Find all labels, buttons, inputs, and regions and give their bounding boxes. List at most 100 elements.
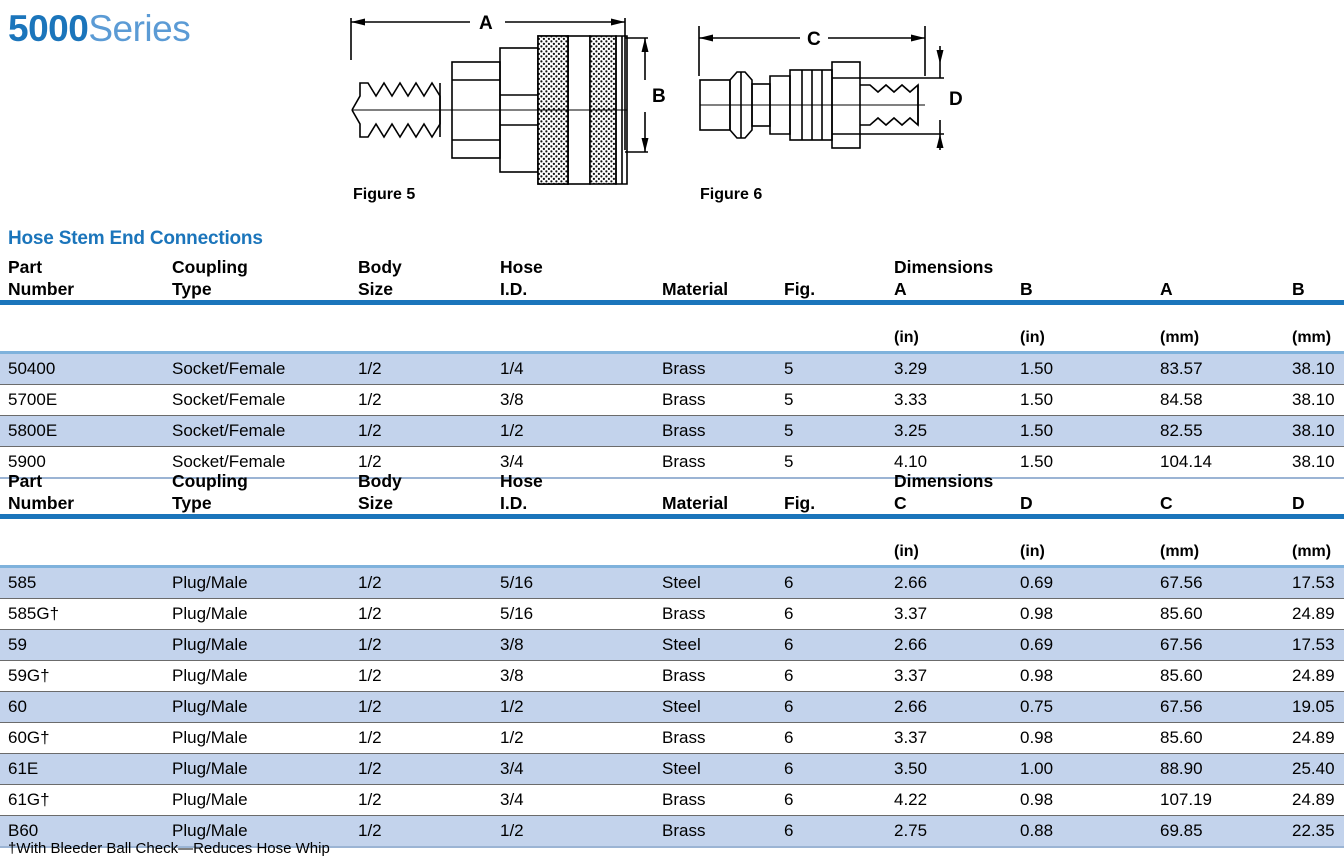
cell-d1: 3.37 [894,598,1020,630]
th-body-1: Body [358,257,402,277]
cell-type: Plug/Male [172,753,358,785]
cell-hose: 3/4 [500,753,662,785]
cell-d4: 19.05 [1292,691,1344,723]
cell-d4: 38.10 [1292,446,1344,479]
th2-part-2: Number [8,493,75,513]
figures-svg: A B C D [350,13,963,185]
cell-d1: 3.37 [894,660,1020,692]
th-fig: Fig. [784,279,816,299]
cell-d4: 24.89 [1292,598,1344,630]
cell-body: 1/2 [358,354,500,385]
cell-d2: 1.00 [1020,753,1160,785]
cell-d3: 67.56 [1160,568,1292,599]
cell-material: Steel [662,753,784,785]
cell-material: Brass [662,354,784,385]
cell-d2: 0.98 [1020,598,1160,630]
th2-body-1: Body [358,471,402,491]
cell-hose: 3/8 [500,660,662,692]
th2-material-blank [662,470,784,492]
cell-d3: 84.58 [1160,384,1292,416]
cell-d1: 3.25 [894,415,1020,447]
table1-spacer [0,305,1344,325]
cell-part: 59 [0,629,172,661]
cell-hose: 1/2 [500,815,662,848]
unit-fig [784,325,894,351]
unit-type [172,325,358,351]
cell-type: Plug/Male [172,629,358,661]
cell-part: 585 [0,568,172,599]
cell-type: Plug/Male [172,784,358,816]
cell-body: 1/2 [358,598,500,630]
th2-type-2: Type [172,493,212,513]
cell-fig: 6 [784,722,894,754]
cell-part: 5900 [0,446,172,479]
cell-hose: 5/16 [500,568,662,599]
cell-body: 1/2 [358,446,500,479]
fig5-dim-b [625,37,649,153]
figure-6-label: Figure 6 [700,186,763,203]
cell-material: Steel [662,629,784,661]
cell-d1: 2.66 [894,691,1020,723]
th2-type-1: Coupling [172,471,248,491]
cell-d3: 88.90 [1160,753,1292,785]
cell-d1: 2.75 [894,815,1020,848]
th2-body-2: Size [358,493,394,513]
cell-d4: 38.10 [1292,354,1344,385]
cell-hose: 5/16 [500,598,662,630]
fig6-dim-d [832,46,944,150]
table1-header-row-1: Part Coupling Body Hose Dimensions [0,256,1344,278]
table2-header-row-2: Number Type Size I.D. Material Fig. C D … [0,492,1344,514]
cell-body: 1/2 [358,784,500,816]
cell-hose: 1/4 [500,354,662,385]
cell-d1: 4.10 [894,446,1020,479]
th2-hose-1: Hose [500,471,543,491]
cell-d2: 0.69 [1020,629,1160,661]
th-hose-1: Hose [500,257,543,277]
cell-body: 1/2 [358,660,500,692]
unit2-type [172,539,358,565]
fig6-label-d: D [949,89,963,110]
cell-fig: 5 [784,415,894,447]
unit-dim-4: (mm) [1292,329,1332,346]
fig6-label-c: C [807,29,821,50]
cell-d3: 104.14 [1160,446,1292,479]
th-fig-blank [784,256,894,278]
unit2-dim-3: (mm) [1160,543,1200,560]
cell-material: Steel [662,691,784,723]
cell-d4: 25.40 [1292,753,1344,785]
cell-d4: 17.53 [1292,629,1344,661]
th-dim-4: B [1292,279,1305,299]
cell-d4: 24.89 [1292,660,1344,692]
cell-d4: 17.53 [1292,568,1344,599]
cell-hose: 1/2 [500,415,662,447]
cell-type: Plug/Male [172,568,358,599]
cell-body: 1/2 [358,629,500,661]
unit2-hose [500,539,662,565]
th-hose-2: I.D. [500,279,528,299]
cell-body: 1/2 [358,384,500,416]
unit-dim-2: (in) [1020,329,1045,346]
cell-type: Socket/Female [172,415,358,447]
cell-d4: 24.89 [1292,722,1344,754]
cell-d4: 38.10 [1292,384,1344,416]
th-dim-2: B [1020,279,1033,299]
cell-d1: 2.66 [894,629,1020,661]
cell-fig: 6 [784,660,894,692]
th-body-2: Size [358,279,394,299]
cell-material: Brass [662,384,784,416]
cell-d2: 0.98 [1020,660,1160,692]
cell-d1: 3.29 [894,354,1020,385]
